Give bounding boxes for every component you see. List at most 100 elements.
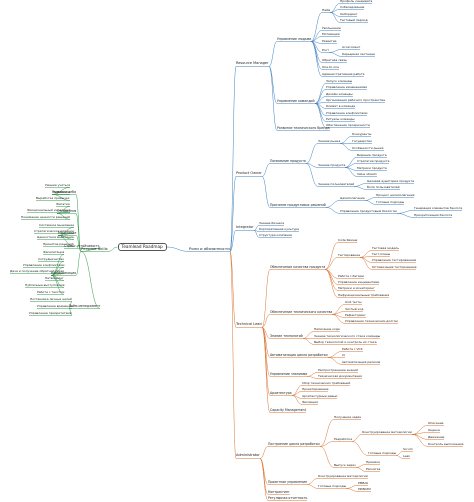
- link-bl-2: [396, 213, 415, 218]
- node-ar-2: Проектирование: [302, 387, 329, 391]
- link-nfr: [324, 269, 339, 298]
- node-root[interactable]: Teamlead Roadmap: [117, 243, 167, 252]
- node-mk-2: Государство: [352, 139, 372, 143]
- node-relations: Отношения: [57, 209, 77, 213]
- link-hiring-4: [329, 12, 341, 23]
- node-development: Развитие: [322, 39, 337, 43]
- link-task-receiving: [319, 419, 335, 447]
- node-m-4: Контроль выполнения: [428, 442, 464, 446]
- node-admin-work: Административная работа: [322, 72, 365, 76]
- link-team-2: [314, 89, 327, 104]
- link-team-1: [314, 83, 327, 104]
- link-time-mgmt: [80, 251, 101, 309]
- node-pk-3: Метрики продукта: [357, 166, 387, 170]
- node-m-2: Оценка: [428, 428, 440, 432]
- node-team-mgmt: Управление командой: [277, 99, 315, 103]
- node-bugs: Работа с багами: [338, 274, 364, 278]
- link-people-mgmt: [268, 41, 278, 67]
- link-hiring: [310, 12, 323, 42]
- node-feedback: Обратная связь: [322, 58, 347, 62]
- node-roles: Роли и обязанности: [189, 246, 230, 251]
- node-dismissal: Увольнение: [322, 26, 341, 30]
- link-product-knowledge: [305, 163, 319, 168]
- node-tm-1: Постановка личных целей: [30, 297, 72, 301]
- link-re-2: [355, 467, 367, 472]
- node-re-2: Раскатка: [366, 467, 381, 471]
- link-m-4: [411, 434, 429, 447]
- link-tech-knowledge: [261, 327, 271, 339]
- link-dev-cycle: [259, 446, 269, 459]
- node-dev-cycle: Построение цикла разработки: [268, 442, 320, 446]
- node-team-7: Ритуалы команды: [326, 117, 355, 121]
- node-pk-4: Value stream: [357, 172, 377, 176]
- node-one-on-one: One-to-one: [322, 65, 339, 69]
- node-resource-manager: Resource Manager: [236, 61, 269, 65]
- node-team-3: Дизайн команды: [326, 92, 353, 96]
- link-roles: [166, 246, 190, 252]
- node-metrics: Метрики и мониторинг: [338, 286, 375, 290]
- link-relations: [75, 213, 82, 252]
- link-team-8: [314, 103, 327, 128]
- node-th-4: Принятие решений: [43, 242, 74, 246]
- node-growth: Рост: [322, 48, 330, 52]
- node-tq-1: Unit-тесты: [345, 300, 362, 304]
- node-co-3: Управление конфликтами: [23, 263, 65, 267]
- node-knowledge-mgmt: Управление знаниями: [270, 372, 308, 376]
- node-stress: Стресс-устойчивость: [64, 244, 100, 248]
- node-hiring-1: Профиль кандидата: [340, 0, 373, 3]
- link-int-3: [253, 230, 260, 238]
- node-tech-brand: Развитие технического бренда: [277, 126, 330, 130]
- link-contracting: [259, 458, 269, 495]
- node-q-1: Code Review: [338, 238, 358, 242]
- node-uk-1: Целевая аудитория продукта: [367, 179, 415, 183]
- node-hiring-3: Онбординг: [340, 12, 358, 16]
- link-t-4: [359, 257, 373, 270]
- node-team-4: Организация рабочего пространства: [326, 98, 385, 102]
- link-capacity: [261, 327, 271, 413]
- node-m-3: Движение: [428, 435, 445, 439]
- link-one-on-one: [310, 41, 323, 70]
- link-tk-1: [302, 331, 315, 339]
- link-mk-1: [339, 136, 353, 144]
- node-ar-3: Архитектурные ревью: [302, 394, 338, 398]
- node-bl-1: Генерация элементов бэклога: [414, 206, 463, 210]
- link-mk-3: [339, 143, 353, 151]
- link-re-1: [355, 464, 367, 468]
- link-dev-process: [319, 441, 335, 447]
- node-hiring-2: Собеседование: [340, 5, 365, 9]
- link-product-understanding: [261, 163, 271, 177]
- node-dev-process: Разработка: [334, 437, 353, 441]
- node-quality: Обеспечение качества продукта: [270, 265, 326, 269]
- node-hiring-4: Тестовый период: [340, 18, 368, 22]
- node-decisions: Принятие продуктовых решений: [270, 203, 326, 207]
- node-re-1: Приемка: [366, 460, 380, 464]
- node-m-1: Описание: [428, 421, 444, 425]
- node-co-7: Работа с текстом: [37, 290, 65, 294]
- link-persona-skills: [107, 246, 118, 252]
- link-growth-1: [328, 49, 343, 53]
- node-nfr: Нефункциональные требования: [338, 293, 390, 297]
- link-m-2: [411, 432, 429, 435]
- node-au-3: Автоматизация релизов: [342, 360, 381, 364]
- link-methodology: [351, 434, 363, 442]
- link-ra-1: [395, 451, 404, 456]
- link-market-knowledge: [305, 143, 319, 164]
- node-rel-2: Эмоциональный интеллект: [27, 208, 71, 212]
- node-team-2: Управление изменениями: [326, 85, 368, 89]
- link-regular-reports: [259, 458, 269, 501]
- node-team-8: Обеспечение прозрачности: [326, 123, 370, 127]
- node-th-3: Ценностное мышление: [37, 235, 74, 239]
- link-decisions: [261, 176, 271, 208]
- link-km-1: [306, 372, 319, 377]
- link-goal-setting: [325, 200, 341, 208]
- link-ready-approaches: [351, 441, 369, 456]
- node-product-knowledge: Знание продукта: [318, 163, 346, 167]
- link-gs-2: [364, 200, 377, 205]
- node-au-2: CI: [342, 353, 345, 357]
- link-pm-2: [345, 488, 359, 492]
- node-backlog: Управление продуктовым бэклогом: [340, 209, 397, 213]
- link-growth-2: [328, 52, 343, 57]
- node-pm-1: PMBoK: [358, 481, 369, 485]
- link-metrics: [324, 269, 339, 291]
